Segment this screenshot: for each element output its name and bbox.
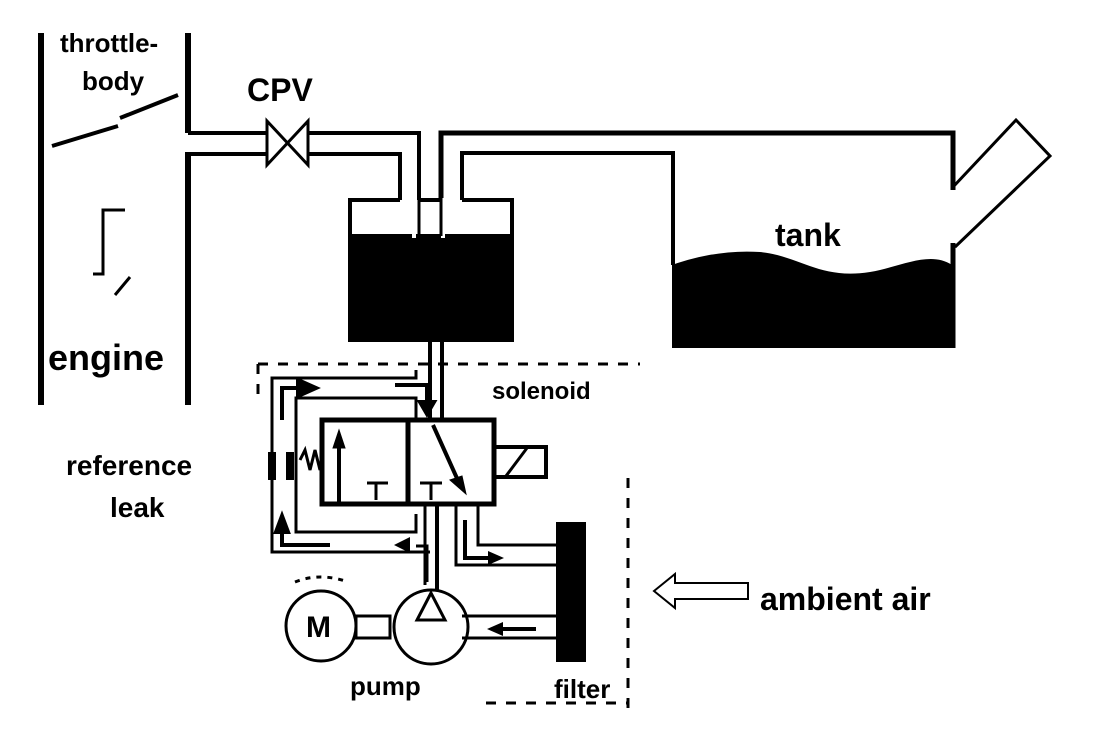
- tank-filler-neck: [951, 117, 1053, 249]
- reference-leak-path: [270, 370, 430, 554]
- canister-fill: [348, 234, 514, 342]
- flow-arrows-reference: [273, 376, 438, 547]
- arrow-up-icon: [280, 530, 330, 547]
- valve-spring-icon: [298, 445, 324, 471]
- label-ambient-air: ambient air: [760, 581, 931, 617]
- spark-plug-icon: [93, 208, 132, 296]
- engine-block: [38, 33, 191, 405]
- label-reference-leak-line2: leak: [110, 492, 165, 523]
- vent-pipe-inner: [460, 151, 675, 265]
- tank-fuel: [672, 251, 953, 348]
- label-filter: filter: [554, 674, 610, 704]
- arrow-down-icon: [395, 383, 429, 405]
- label-motor: M: [306, 611, 331, 644]
- pump-lines: [394, 504, 556, 590]
- label-cpv: CPV: [247, 72, 313, 108]
- pump-icon: [392, 588, 470, 666]
- purge-line: [188, 131, 421, 200]
- label-engine: engine: [48, 337, 164, 378]
- purge-pipe-bottom: [188, 152, 402, 200]
- reference-leak-orifice: [268, 452, 294, 480]
- fuel-tank: [672, 117, 1053, 348]
- label-throttle-body-line1: throttle-: [60, 28, 158, 58]
- filter-to-pump-line: [462, 614, 556, 640]
- label-throttle-body-line2: body: [82, 66, 145, 96]
- arrow-right-icon: [280, 386, 300, 420]
- label-pump: pump: [350, 671, 421, 701]
- cpv-valve-icon: [265, 117, 310, 169]
- label-reference-leak-line1: reference: [66, 450, 192, 481]
- pump-triangle: [414, 589, 448, 622]
- label-solenoid: solenoid: [492, 378, 591, 405]
- ambient-air-arrow-icon: [652, 571, 749, 611]
- label-tank: tank: [775, 217, 841, 253]
- filter-element: [556, 522, 586, 662]
- purge-pipe-top: [188, 131, 421, 200]
- module-boundary: [256, 362, 640, 710]
- rotation-indicator-icon: [294, 575, 349, 584]
- solenoid-coil: [492, 445, 548, 479]
- carbon-canister: [348, 155, 514, 342]
- tank-vent-line: [438, 130, 956, 265]
- vent-pipe-outer: [438, 130, 956, 200]
- solenoid-valve: [319, 417, 548, 507]
- throttle-plate: [51, 93, 179, 148]
- motor-pump-assembly: [284, 575, 470, 666]
